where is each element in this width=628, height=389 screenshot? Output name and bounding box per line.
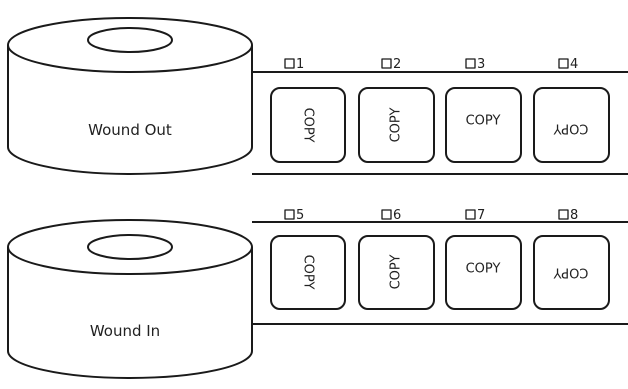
roll-body bbox=[7, 45, 253, 175]
copy-text-7: COPY bbox=[466, 262, 501, 277]
copy-text-5: COPY bbox=[301, 255, 316, 290]
option-5-checkbox[interactable] bbox=[284, 209, 295, 220]
roll-core bbox=[87, 27, 173, 53]
roll-label-wound-out: Wound Out bbox=[88, 121, 172, 139]
label-option-2[interactable] bbox=[358, 87, 435, 163]
option-1-number: 1 bbox=[296, 57, 304, 72]
roll-top-face bbox=[7, 219, 253, 275]
copy-text-6: COPY bbox=[389, 255, 404, 290]
roll-top-face bbox=[7, 17, 253, 73]
roll-wound-out bbox=[7, 17, 628, 175]
option-2-checkbox[interactable] bbox=[381, 58, 392, 69]
roll-wound-in bbox=[7, 219, 628, 379]
label-option-4[interactable] bbox=[533, 87, 610, 163]
option-7-number: 7 bbox=[477, 208, 485, 223]
option-1-checkbox[interactable] bbox=[284, 58, 295, 69]
label-option-7[interactable] bbox=[445, 235, 522, 310]
copy-text-2: COPY bbox=[389, 108, 404, 143]
option-2-number: 2 bbox=[393, 57, 401, 72]
roll-core bbox=[87, 234, 173, 260]
option-8-number: 8 bbox=[570, 208, 578, 223]
label-option-1[interactable] bbox=[270, 87, 346, 163]
option-4-number: 4 bbox=[570, 57, 578, 72]
label-option-6[interactable] bbox=[358, 235, 435, 310]
option-3-checkbox[interactable] bbox=[465, 58, 476, 69]
option-6-checkbox[interactable] bbox=[381, 209, 392, 220]
roll-body bbox=[7, 247, 253, 379]
option-7-checkbox[interactable] bbox=[465, 209, 476, 220]
option-3-number: 3 bbox=[477, 57, 485, 72]
option-8-checkbox[interactable] bbox=[558, 209, 569, 220]
copy-text-1: COPY bbox=[301, 108, 316, 143]
copy-text-8: COPY bbox=[554, 265, 589, 280]
roll-label-wound-in: Wound In bbox=[90, 322, 160, 340]
copy-text-4: COPY bbox=[554, 121, 589, 136]
label-option-3[interactable] bbox=[445, 87, 522, 163]
option-5-number: 5 bbox=[296, 208, 304, 223]
option-6-number: 6 bbox=[393, 208, 401, 223]
label-option-8[interactable] bbox=[533, 235, 610, 310]
copy-text-3: COPY bbox=[466, 114, 501, 129]
option-4-checkbox[interactable] bbox=[558, 58, 569, 69]
label-option-5[interactable] bbox=[270, 235, 346, 310]
